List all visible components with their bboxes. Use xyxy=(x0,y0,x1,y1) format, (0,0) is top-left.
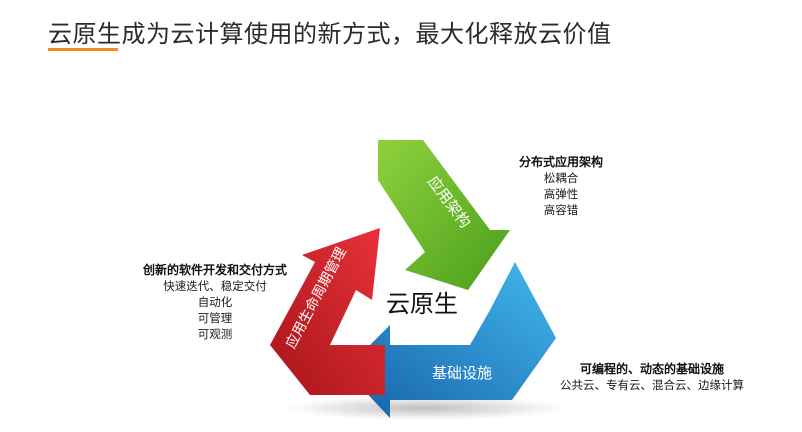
architecture-note: 分布式应用架构 松耦合 高弹性 高容错 xyxy=(516,154,606,218)
infrastructure-note-line: 公共云、专有云、混合云、边缘计算 xyxy=(560,378,744,392)
lifecycle-arrow xyxy=(270,228,385,395)
infrastructure-arrow-label: 基础设施 xyxy=(432,364,492,382)
title-underline xyxy=(48,48,118,51)
page-title: 云原生成为云计算使用的新方式，最大化释放云价值 xyxy=(48,20,612,48)
infrastructure-note-head: 可编程的、动态的基础设施 xyxy=(579,362,724,376)
lifecycle-note: 创新的软件开发和交付方式 快速迭代、稳定交付 自动化 可管理 可观测 xyxy=(130,262,300,342)
diagram-shadow xyxy=(285,396,565,420)
lifecycle-note-line: 自动化 xyxy=(197,295,233,309)
center-label: 云原生 xyxy=(386,290,458,318)
architecture-note-head: 分布式应用架构 xyxy=(518,155,603,169)
lifecycle-note-line: 可管理 xyxy=(197,311,233,325)
architecture-note-line: 高容错 xyxy=(543,203,579,217)
lifecycle-note-line: 快速迭代、稳定交付 xyxy=(163,279,267,293)
infrastructure-arrow xyxy=(345,262,556,418)
architecture-note-line: 松耦合 xyxy=(543,171,579,185)
architecture-note-line: 高弹性 xyxy=(543,187,579,201)
architecture-arrow xyxy=(378,140,510,290)
lifecycle-note-head: 创新的软件开发和交付方式 xyxy=(142,263,287,277)
lifecycle-note-line: 可观测 xyxy=(197,327,233,341)
infrastructure-note: 可编程的、动态的基础设施 公共云、专有云、混合云、边缘计算 xyxy=(548,361,756,393)
